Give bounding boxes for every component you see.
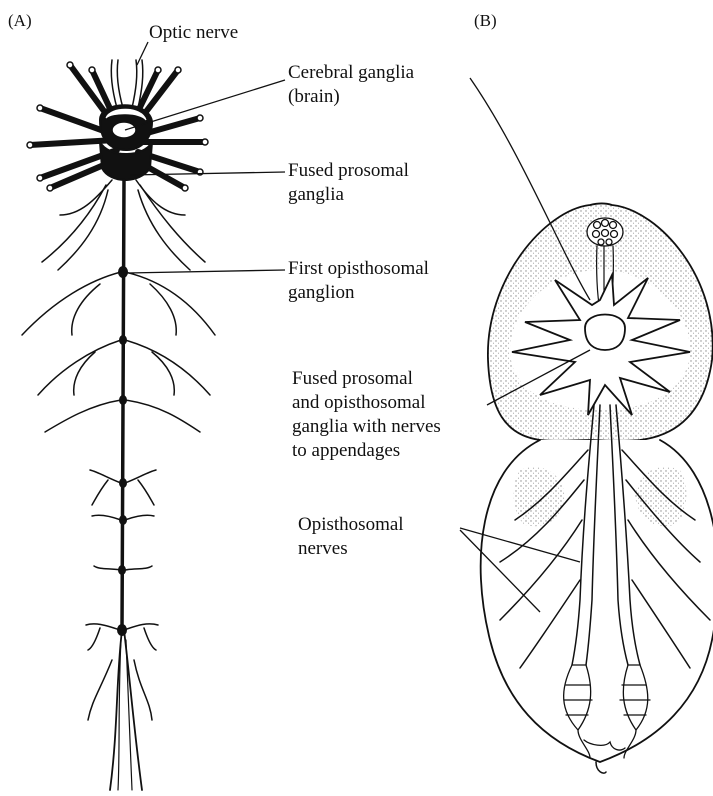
label-fused-both-1: Fused prosomal: [292, 368, 413, 390]
label-fused-both-4: to appendages: [292, 440, 400, 462]
label-fused-both-2: and opisthosomal: [292, 392, 426, 414]
label-optic-nerve: Optic nerve: [149, 22, 238, 44]
label-first-opisthosomal: First opisthosomal: [288, 258, 429, 280]
optic-nerve-lines: [111, 60, 143, 108]
cerebral-ganglia-a: [100, 105, 152, 180]
cerebral-ganglia-b: [585, 315, 625, 351]
label-fused-both-3: ganglia with nerves: [292, 416, 441, 438]
label-opisthosomal-nerves-2: nerves: [298, 538, 348, 560]
lateral-nerves: [22, 180, 215, 720]
panel-a-diagram: [22, 60, 215, 790]
label-first-opisthosomal-ganglion: ganglion: [288, 282, 355, 304]
label-cerebral-brain: (brain): [288, 86, 340, 108]
label-cerebral-ganglia: Cerebral ganglia: [288, 62, 414, 84]
label-fused-prosomal: Fused prosomal: [288, 160, 409, 182]
panel-label-a: (A): [8, 10, 32, 32]
label-fused-prosomal-ganglia: ganglia: [288, 184, 344, 206]
panel-b-diagram: [481, 204, 713, 774]
label-opisthosomal-nerves: Opisthosomal: [298, 514, 404, 536]
panel-label-b: (B): [474, 10, 497, 32]
eye-cluster: [587, 218, 623, 246]
